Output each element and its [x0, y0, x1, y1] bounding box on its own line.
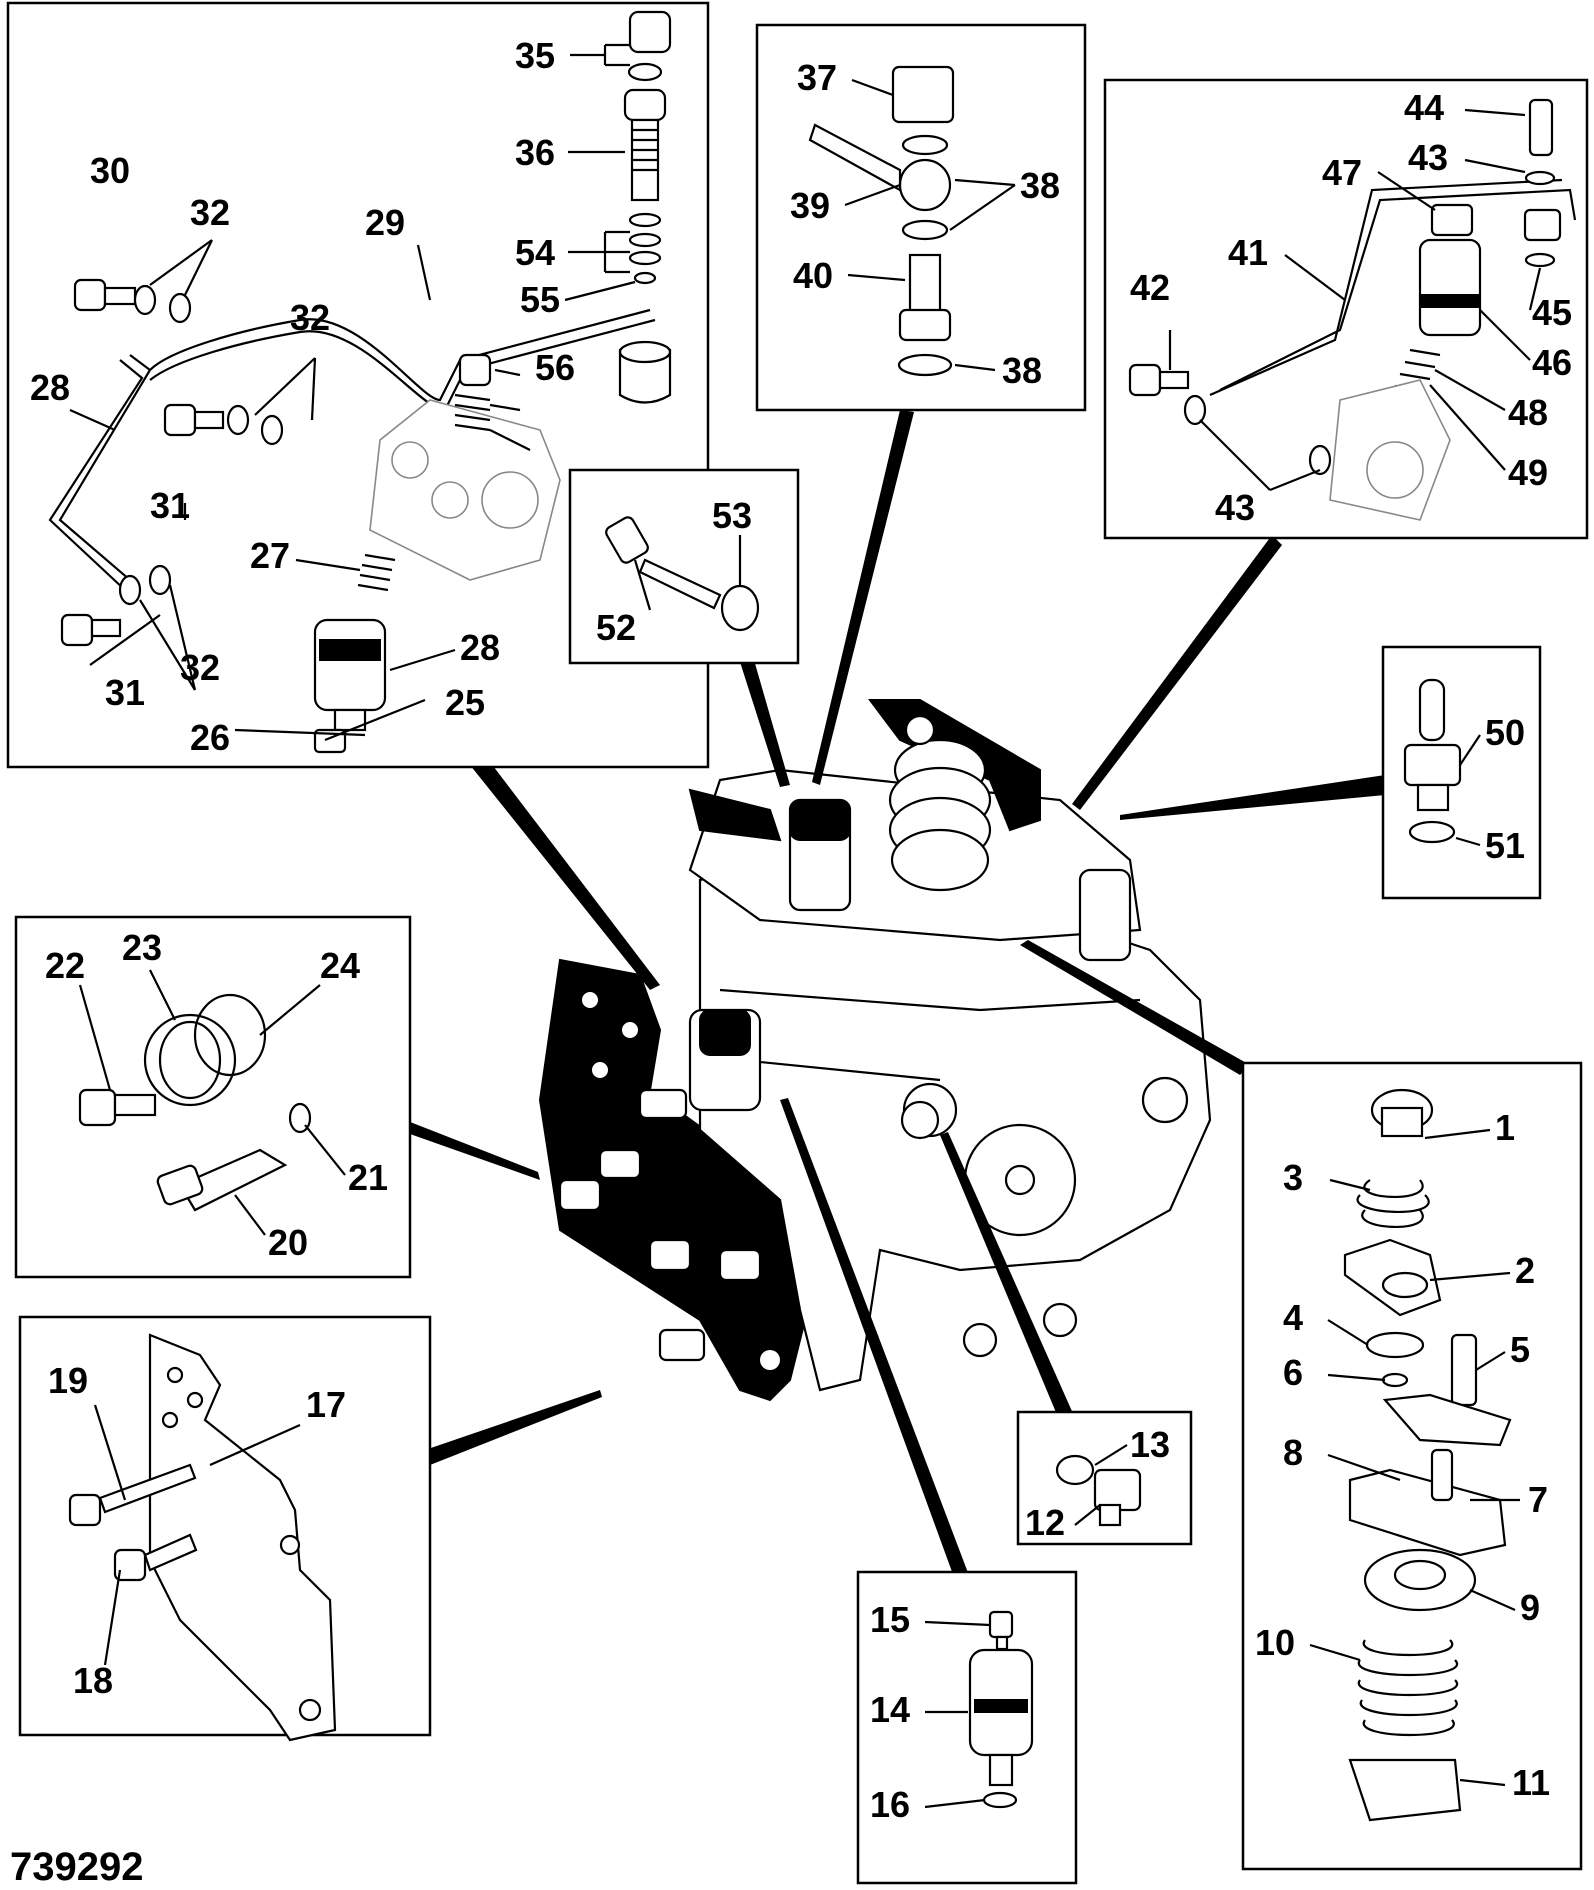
panel-right-fitting: [1381, 645, 1542, 900]
callout: 2: [1515, 1250, 1535, 1291]
drawing-reference-number: 739292: [10, 1845, 143, 1889]
callout: 56: [535, 347, 575, 388]
panel-small-bolt: [568, 468, 800, 665]
callout: 5: [1510, 1329, 1530, 1370]
callout: 7: [1528, 1479, 1548, 1520]
callout: 32: [290, 297, 330, 338]
callout: 23: [122, 927, 162, 968]
callout: 26: [190, 717, 230, 758]
callout: 53: [712, 495, 752, 536]
callout: 24: [320, 945, 360, 986]
callout: 6: [1283, 1352, 1303, 1393]
callout: 39: [790, 185, 830, 226]
callout: 27: [250, 535, 290, 576]
leader-lines: [69, 43, 1542, 1809]
callout: 46: [1532, 342, 1572, 383]
callout: 16: [870, 1784, 910, 1825]
callout: 40: [793, 255, 833, 296]
callout: 44: [1404, 87, 1444, 128]
callout: 49: [1508, 452, 1548, 493]
callout: 15: [870, 1599, 910, 1640]
callout: 38: [1002, 350, 1042, 391]
callout: 52: [596, 607, 636, 648]
callout: 31: [150, 485, 190, 526]
callout: 30: [90, 150, 130, 191]
panel-left-bottom: [18, 1315, 432, 1742]
callout: 35: [515, 35, 555, 76]
panel-bottom-plug: [1016, 1410, 1193, 1546]
callout: 42: [1130, 267, 1170, 308]
callout: 8: [1283, 1432, 1303, 1473]
callout: 45: [1532, 292, 1572, 333]
callout: 29: [365, 202, 405, 243]
callout: 28: [30, 367, 70, 408]
callout: 28: [460, 627, 500, 668]
callout: 21: [348, 1157, 388, 1198]
pointers: [405, 410, 1385, 1580]
callout: 31: [105, 672, 145, 713]
callout: 4: [1283, 1297, 1303, 1338]
callout: 51: [1485, 825, 1525, 866]
callout: 25: [445, 682, 485, 723]
callout: 55: [520, 279, 560, 320]
callout: 3: [1283, 1157, 1303, 1198]
callout: 11: [1512, 1762, 1550, 1803]
panel-top-right: [1103, 78, 1589, 540]
callout: 32: [190, 192, 230, 233]
callout: 14: [870, 1689, 910, 1730]
callout: 17: [306, 1384, 346, 1425]
callout: 41: [1228, 232, 1268, 273]
pump-body-assembly: [538, 699, 1212, 1402]
callout: 1: [1495, 1107, 1515, 1148]
callout: 22: [45, 945, 85, 986]
callout: 13: [1130, 1424, 1170, 1465]
callout: 43: [1215, 487, 1255, 528]
callout: 18: [73, 1660, 113, 1701]
callout: 50: [1485, 712, 1525, 753]
panel-top-left: [6, 1, 710, 769]
callout: 19: [48, 1360, 88, 1401]
panel-right-bottom: [1241, 1061, 1583, 1871]
callout: 12: [1025, 1502, 1065, 1543]
callout: 43: [1408, 137, 1448, 178]
callout: 48: [1508, 392, 1548, 433]
callout: 20: [268, 1222, 308, 1263]
callout: 9: [1520, 1587, 1540, 1628]
callout-labels: 35 36 54 55 30 32 29 32 28 31 56 27 28 3…: [30, 35, 1572, 1825]
callout: 36: [515, 132, 555, 173]
panel-left-middle: [14, 915, 412, 1279]
callout: 54: [515, 232, 555, 273]
callout: 37: [797, 57, 837, 98]
callout: 38: [1020, 165, 1060, 206]
callout: 47: [1322, 152, 1362, 193]
panel-top-middle: [755, 23, 1087, 412]
callout: 10: [1255, 1622, 1295, 1663]
